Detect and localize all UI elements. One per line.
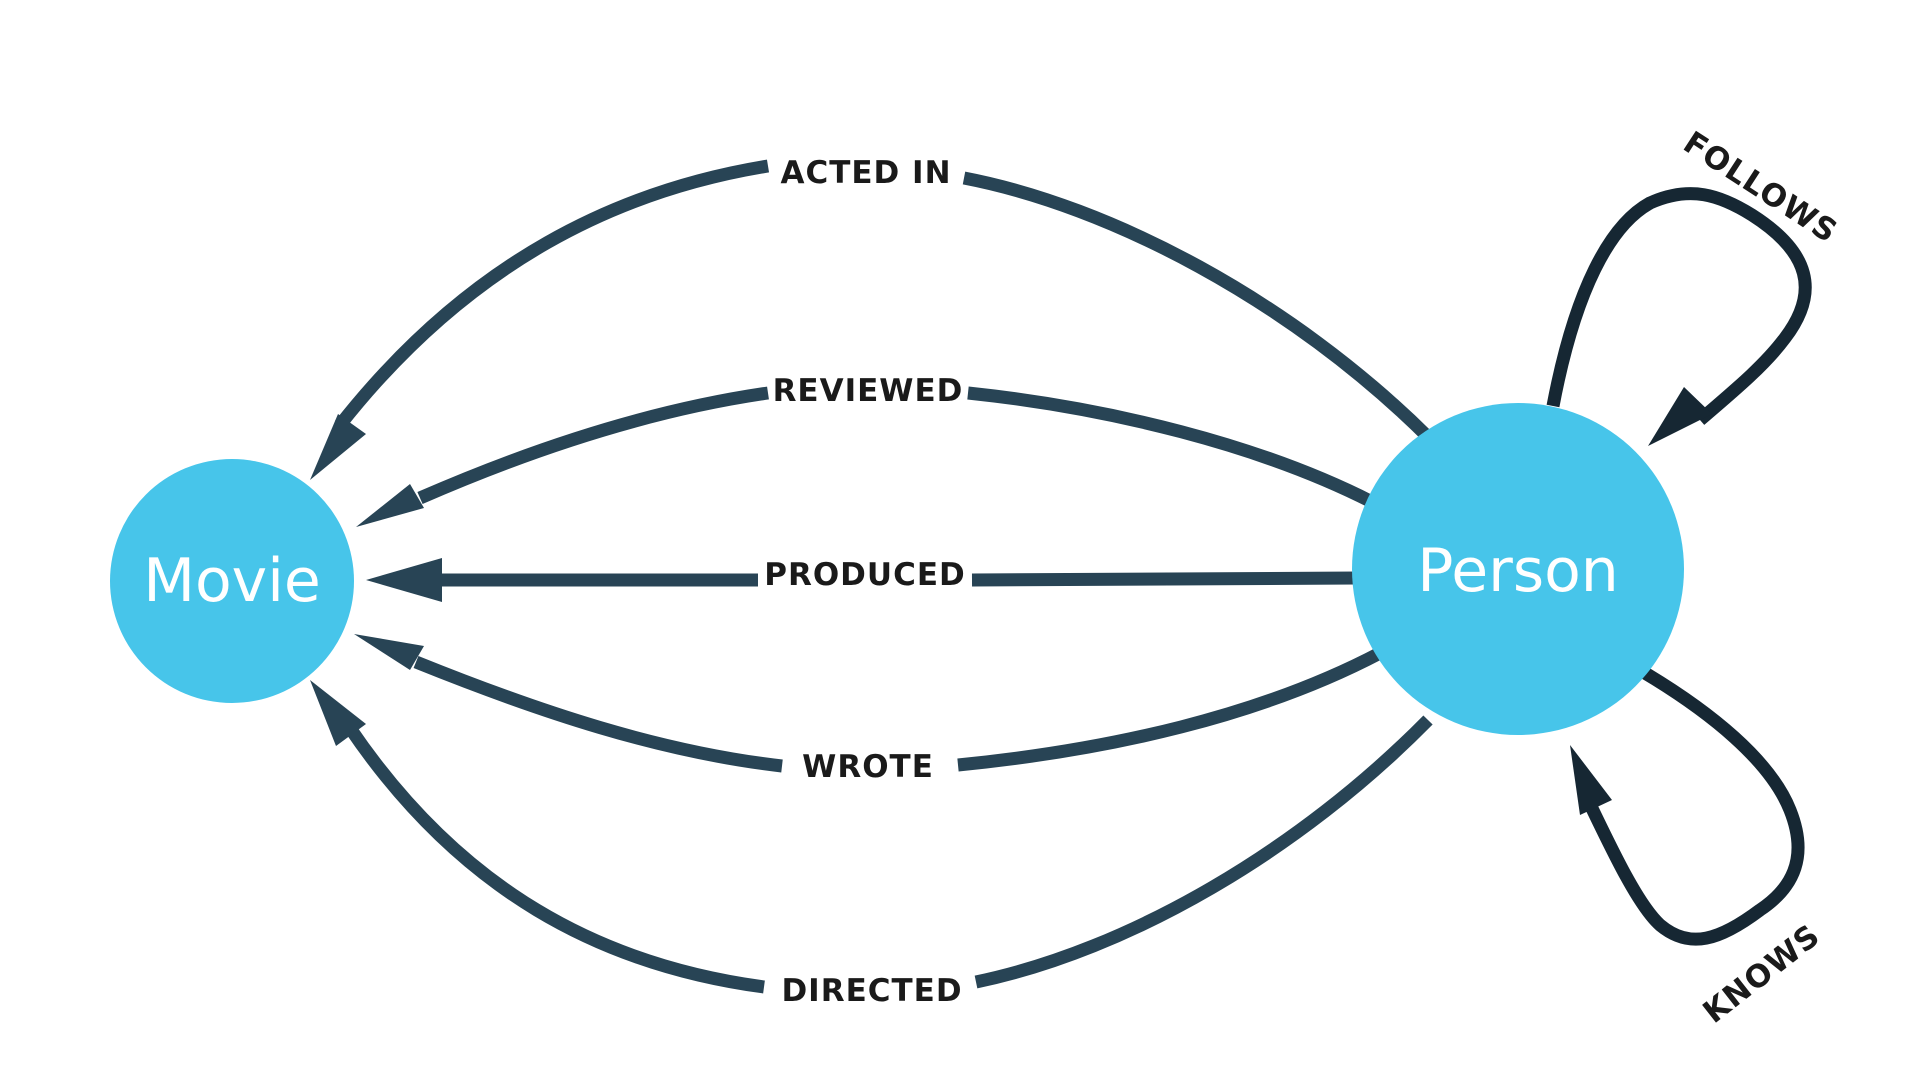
edge-reviewed-arrowhead: [356, 484, 424, 527]
node-person-label: Person: [1417, 536, 1619, 606]
edge-acted-in-label: ACTED IN: [780, 155, 951, 191]
edge-follows-arrowhead: [1648, 387, 1712, 446]
edge-produced-line: [971, 571, 1359, 587]
edge-reviewed-line: [417, 386, 769, 504]
edge-follows-line: [1546, 187, 1812, 425]
edge-directed-arrowhead: [310, 680, 366, 746]
edge-follows: FOLLOWS: [1546, 125, 1844, 446]
edge-directed-line: [344, 724, 765, 994]
edge-knows-line: [1582, 667, 1805, 946]
node-person-circle[interactable]: [1352, 403, 1684, 735]
node-movie-label: Movie: [143, 546, 321, 616]
edge-reviewed-line: [967, 386, 1375, 508]
edge-acted-in-line: [962, 171, 1433, 442]
edge-wrote: WROTE: [354, 634, 1384, 785]
node-movie-circle[interactable]: [110, 459, 354, 703]
edge-follows-label: FOLLOWS: [1677, 125, 1844, 251]
edge-directed: DIRECTED: [310, 680, 1433, 1009]
edge-acted-in: ACTED IN: [310, 155, 1433, 480]
edge-produced-arrowhead: [366, 558, 442, 602]
edge-wrote-line: [413, 655, 783, 773]
edge-acted-in-arrowhead: [310, 414, 366, 480]
edge-knows-arrowhead: [1570, 745, 1612, 815]
edge-wrote-label: WROTE: [802, 749, 934, 785]
edge-directed-label: DIRECTED: [781, 973, 962, 1009]
node-person[interactable]: Person: [1352, 403, 1684, 735]
edge-produced-label: PRODUCED: [764, 557, 966, 593]
edge-acted-in-line: [334, 159, 770, 430]
edge-produced: PRODUCED: [366, 557, 1359, 602]
node-movie[interactable]: Movie: [110, 459, 354, 703]
edge-wrote-arrowhead: [354, 634, 424, 670]
edge-wrote-line: [957, 647, 1384, 772]
edge-reviewed-label: REVIEWED: [773, 373, 964, 409]
edge-directed-line: [974, 715, 1433, 989]
edge-reviewed: REVIEWED: [356, 373, 1375, 527]
edge-knows: KNOWS: [1570, 667, 1827, 1031]
